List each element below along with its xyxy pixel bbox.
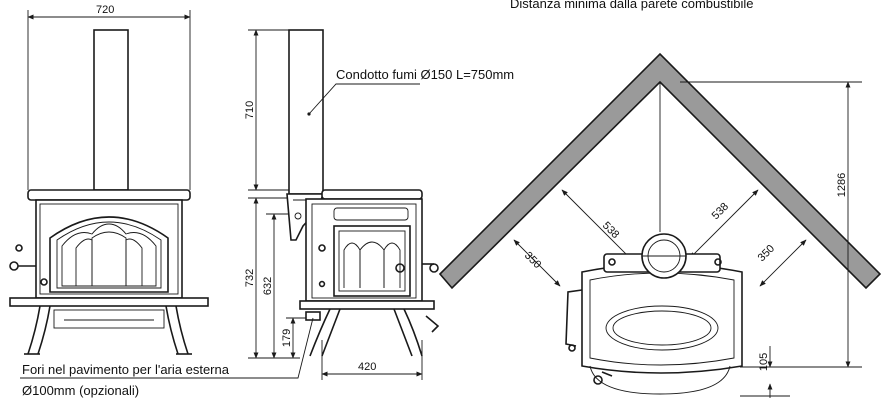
side-flue-pipe [288, 29, 324, 195]
side-top-plate [321, 189, 423, 200]
diag-right-label: 538 [710, 201, 731, 222]
corner-stove-top [581, 263, 743, 374]
flue-label: Condotto fumi Ø150 L=750mm [336, 67, 514, 82]
diag-left-label: 538 [600, 220, 621, 241]
corner-left-handle [565, 289, 583, 347]
front-base-shelf [9, 297, 209, 307]
side-door [333, 225, 411, 297]
floor-note-line2: Ø100mm (opzionali) [22, 383, 139, 398]
side-shelf [299, 300, 435, 310]
side-leg-front [309, 308, 331, 357]
front-leg-left [27, 305, 41, 355]
top-note: Distanza minima dalla parete combustibil… [510, 0, 754, 11]
front-width-label: 720 [96, 4, 114, 16]
top-height-label: 632 [262, 277, 274, 295]
corner-stove-oval [605, 305, 719, 351]
flue-height-label: 710 [244, 101, 256, 119]
outlet-height-label: 179 [281, 329, 293, 347]
height-1286-label: 1286 [836, 173, 848, 197]
side-view: 710 732 632 179 Condotto fumi Ø150 L=750… [20, 29, 514, 398]
front-handle-knob [9, 261, 19, 271]
floor-note-line1: Fori nel pavimento per l'aria esterna [22, 362, 230, 377]
depth-label: 420 [358, 361, 376, 373]
side-left-label: 350 [522, 250, 543, 271]
side-body [305, 198, 423, 302]
front-view: 720 [9, 4, 209, 355]
front-leg-right [175, 305, 189, 355]
front-door [49, 216, 169, 293]
side-leg-rear [403, 308, 423, 357]
total-height-label: 732 [244, 269, 256, 287]
side-right-label: 350 [756, 243, 777, 264]
side-rear-outlet [305, 311, 321, 321]
corner-walls [438, 52, 881, 290]
front-body [35, 199, 183, 299]
corner-view: 538 538 350 350 1286 105 [438, 52, 881, 398]
front-top-plate [27, 189, 191, 201]
front-flue-pipe [93, 29, 129, 191]
back-105-label: 105 [758, 353, 770, 371]
